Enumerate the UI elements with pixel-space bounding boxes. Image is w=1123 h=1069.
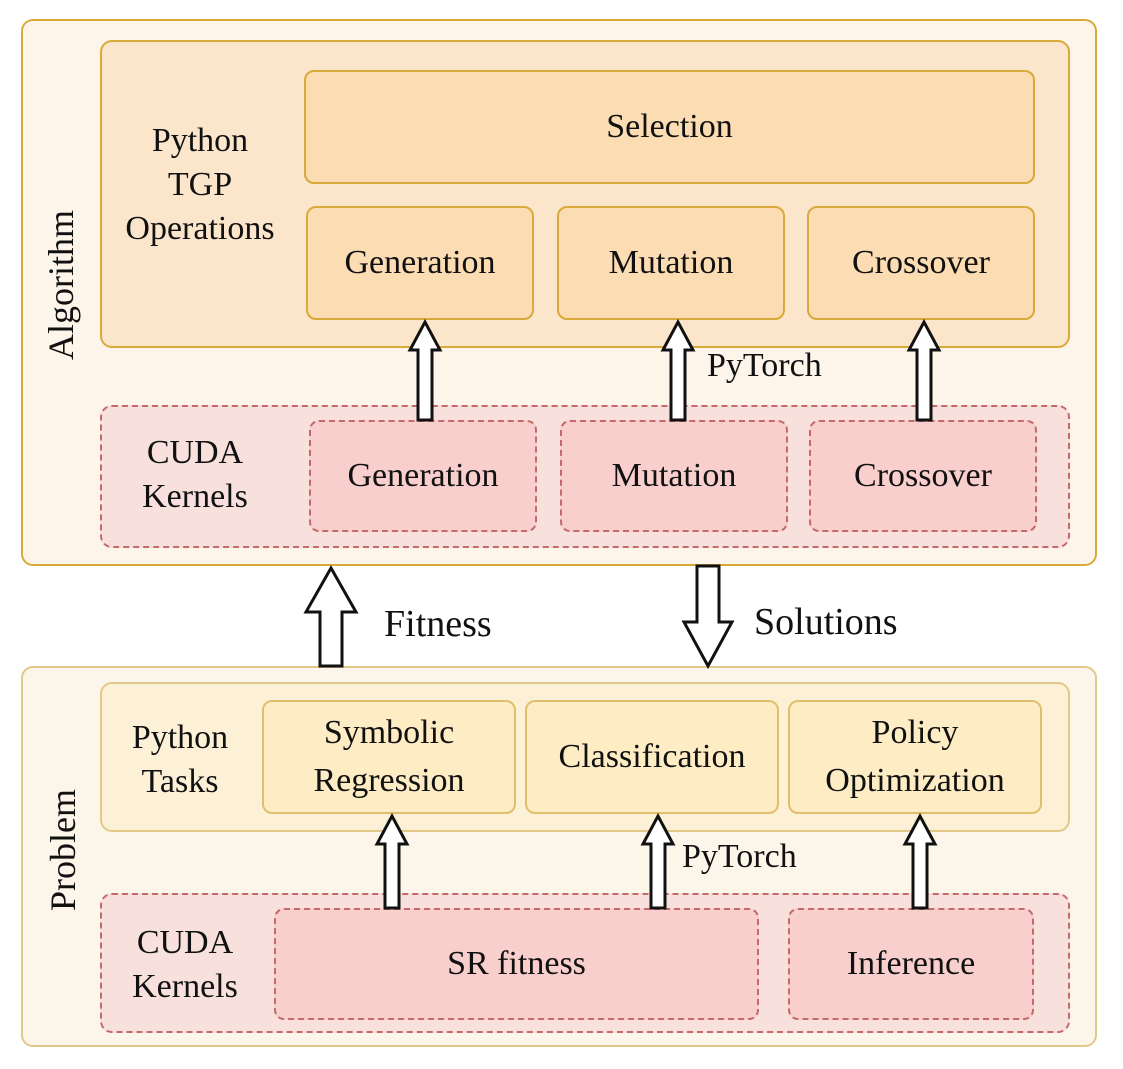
arrow-up-policy-optimization-icon: [902, 812, 938, 910]
cuda-mutation-box: Mutation: [560, 420, 788, 532]
policy-optimization-box: Policy Optimization: [788, 700, 1042, 814]
algorithm-cuda-kernels-label: CUDA Kernels: [142, 433, 248, 515]
crossover-box: Crossover: [807, 206, 1035, 320]
cuda-sr-fitness-box: SR fitness: [274, 908, 759, 1020]
arrow-up-generation-icon: [407, 318, 443, 422]
arrow-up-mutation-icon: [660, 318, 696, 422]
python-tgp-operations-label: Python TGP Operations: [125, 121, 275, 248]
algorithm-pytorch-label: PyTorch: [707, 347, 822, 384]
solutions-label: Solutions: [754, 601, 898, 643]
fitness-label: Fitness: [384, 603, 492, 645]
classification-box: Classification: [525, 700, 779, 814]
arrow-up-crossover-icon: [906, 318, 942, 422]
symbolic-regression-box: Symbolic Regression: [262, 700, 516, 814]
arrow-up-classification-icon: [640, 812, 676, 910]
selection-box: Selection: [304, 70, 1035, 184]
problem-cuda-kernels-label: CUDA Kernels: [132, 923, 238, 1005]
arrow-down-solutions-icon: [681, 564, 735, 670]
cuda-crossover-box: Crossover: [809, 420, 1037, 532]
cuda-inference-box: Inference: [788, 908, 1034, 1020]
mutation-box: Mutation: [557, 206, 785, 320]
arrow-up-fitness-icon: [303, 564, 359, 668]
cuda-generation-box: Generation: [309, 420, 537, 532]
arrow-up-symbolic-regression-icon: [374, 812, 410, 910]
python-tasks-label: Python Tasks: [131, 718, 229, 800]
problem-pytorch-label: PyTorch: [682, 838, 797, 875]
generation-box: Generation: [306, 206, 534, 320]
